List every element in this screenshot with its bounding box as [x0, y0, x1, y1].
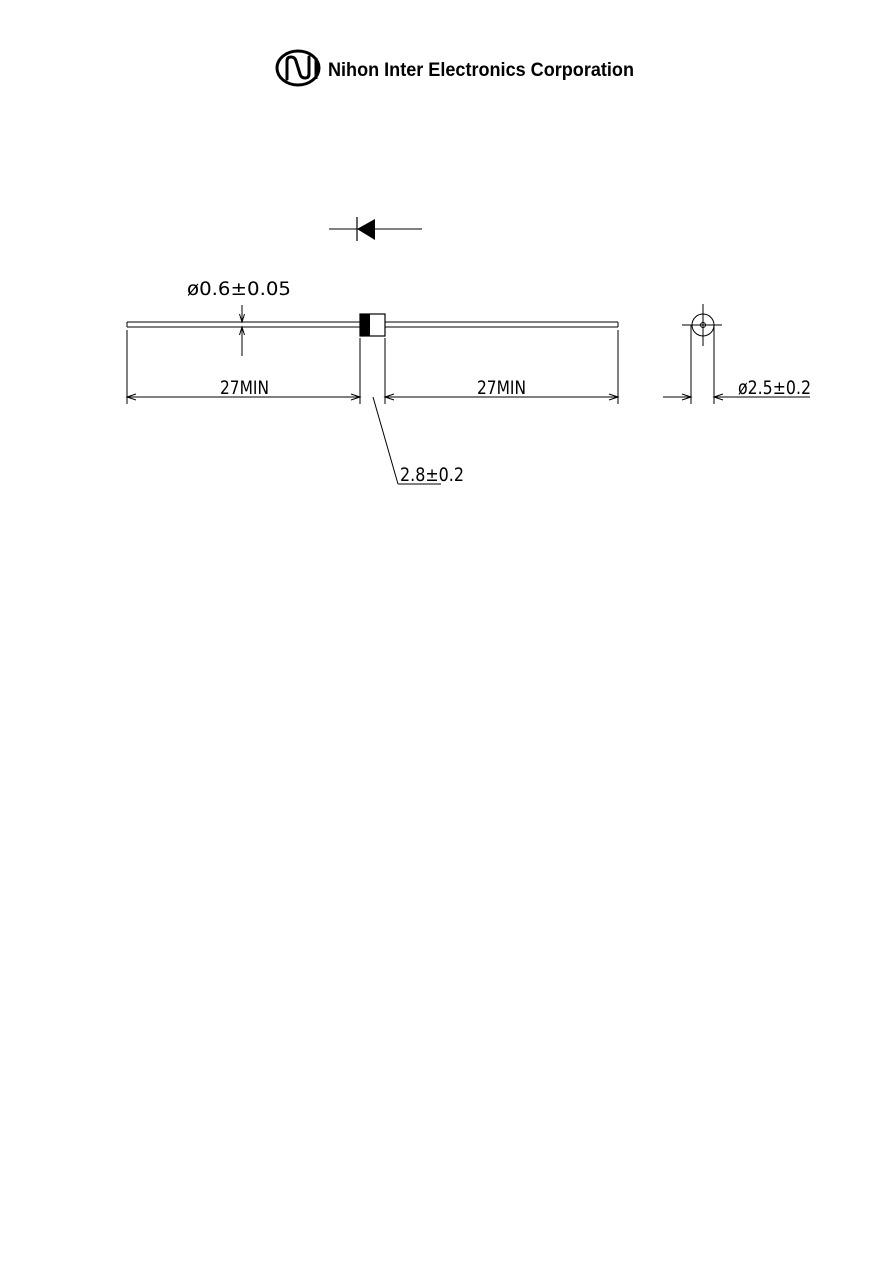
lead-diameter-label: ø0.6±0.05: [187, 278, 291, 300]
extension-lines: [126, 330, 619, 404]
body-diameter-label: ø2.5±0.2: [738, 377, 811, 399]
diode-end-view: ø2.5±0.2: [663, 304, 811, 404]
company-header: Nihon Inter Electronics Corporation: [275, 49, 634, 87]
body-diameter-dimension: ø2.5±0.2: [663, 377, 811, 401]
right-lead: [385, 321, 619, 328]
left-lead-length-dimension: 27MIN: [125, 377, 362, 401]
right-lead-length-dimension: 27MIN: [383, 377, 620, 401]
company-logo: [275, 49, 321, 87]
diode-symbol: [329, 217, 422, 241]
cathode-band: [360, 314, 370, 336]
lead-diameter-dimension: ø0.6±0.05: [187, 278, 291, 356]
diode-body: [359, 313, 386, 337]
left-lead: [126, 321, 360, 328]
company-name: Nihon Inter Electronics Corporation: [328, 60, 634, 81]
left-lead-length-label: 27MIN: [220, 377, 269, 399]
right-lead-length-label: 27MIN: [477, 377, 526, 399]
diode-side-view: [126, 313, 619, 337]
body-length-dimension: 2.8±0.2: [372, 396, 464, 486]
body-length-label: 2.8±0.2: [400, 464, 464, 486]
